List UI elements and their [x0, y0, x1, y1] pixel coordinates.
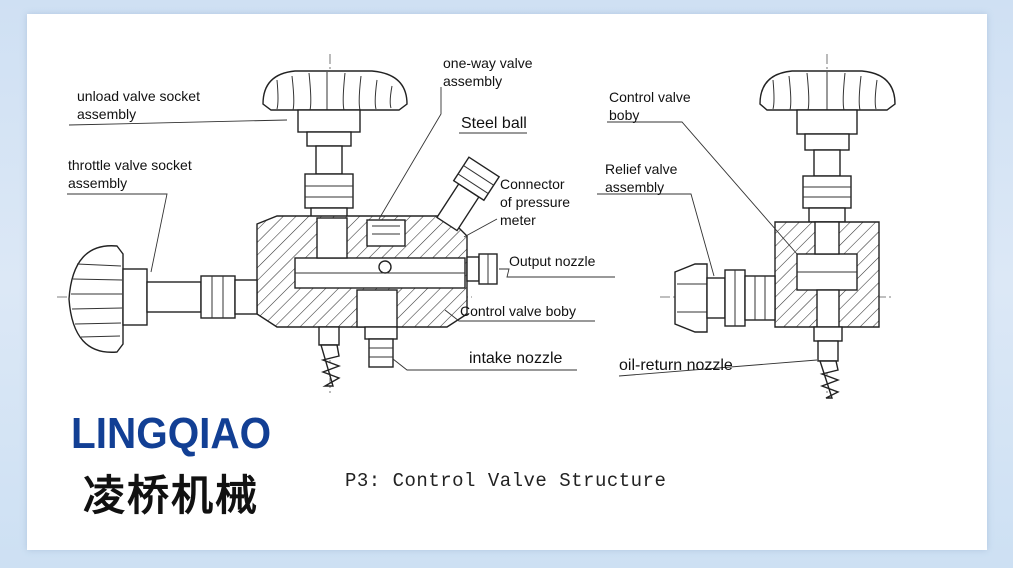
figure-caption: P3: Control Valve Structure	[345, 470, 667, 492]
oil-return-nozzle	[813, 326, 843, 399]
right-valve-body	[774, 221, 880, 328]
pressure-meter-connector	[435, 156, 501, 232]
unload-valve-handwheel	[262, 70, 408, 221]
diagram-labels: unload valve socket assembly throttle va…	[68, 55, 733, 374]
label-oil-return-nozzle: oil-return nozzle	[619, 357, 733, 374]
label-throttle-valve-line1: throttle valve socket	[68, 157, 192, 173]
label-steel-ball: Steel ball	[461, 115, 527, 132]
left-valve-body	[256, 215, 468, 328]
label-control-valve-body-right-line1: Control valve	[609, 89, 691, 105]
output-nozzle	[466, 253, 498, 285]
label-intake-nozzle: intake nozzle	[469, 350, 562, 367]
label-control-valve-body-left: Control valve boby	[460, 303, 576, 319]
throttle-valve-handwheel	[68, 245, 258, 353]
right-handwheel	[759, 70, 896, 223]
intake-nozzle	[364, 326, 398, 368]
label-relief-valve-line1: Relief valve	[605, 161, 678, 177]
right-valve-assembly	[660, 54, 896, 399]
label-connector-line2: of pressure	[500, 194, 570, 210]
label-throttle-valve-line2: assembly	[68, 175, 127, 191]
label-connector-line1: Connector	[500, 176, 565, 192]
left-valve-assembly	[57, 54, 501, 394]
lingqiao-logo-chinese: 凌桥机械	[83, 471, 260, 520]
label-one-way-valve-line1: one-way valve	[443, 55, 533, 71]
label-unload-valve-line1: unload valve socket	[77, 88, 200, 104]
lingqiao-logo-text: LINGQIAO	[71, 409, 272, 458]
steel-ball	[378, 260, 392, 274]
valve-structure-drawing: unload valve socket assembly throttle va…	[57, 54, 896, 399]
label-relief-valve-line2: assembly	[605, 179, 664, 195]
relief-valve	[674, 263, 776, 333]
label-output-nozzle: Output nozzle	[509, 253, 596, 269]
drain-barb	[318, 326, 341, 387]
label-connector-line3: meter	[500, 212, 536, 228]
label-control-valve-body-right-line2: boby	[609, 107, 639, 123]
leader-lines	[67, 87, 818, 377]
diagram-panel: unload valve socket assembly throttle va…	[27, 14, 987, 550]
label-one-way-valve-line2: assembly	[443, 73, 502, 89]
label-unload-valve-line2: assembly	[77, 106, 136, 122]
